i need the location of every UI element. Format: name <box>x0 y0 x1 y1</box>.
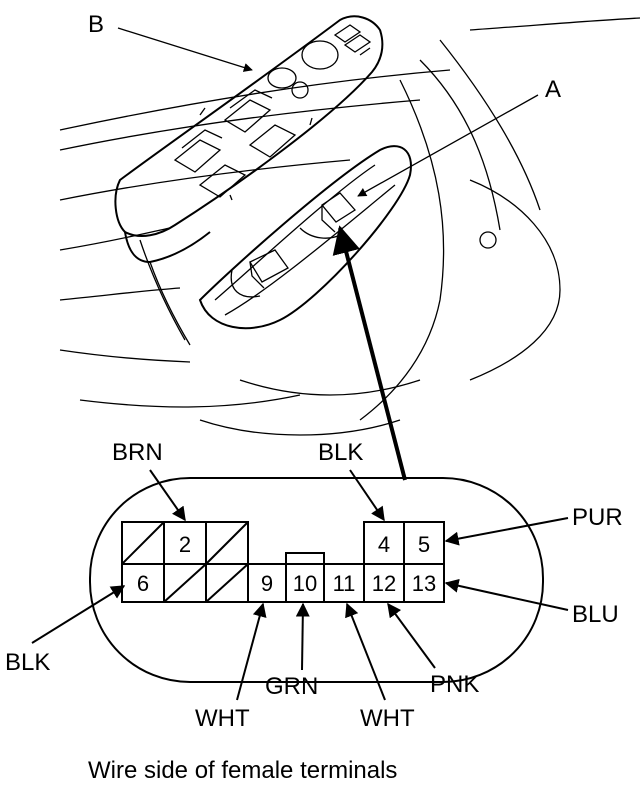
wire-label-blu: BLU <box>572 601 619 628</box>
connector-face: 2 6 9 10 11 4 5 12 13 <box>89 477 544 683</box>
wire-label-blk-left: BLK <box>5 649 50 676</box>
wire-label-grn: GRN <box>265 673 318 700</box>
wire-labels: BRN BLK PUR BLU BLK GRN WHT WHT PNK <box>5 439 623 732</box>
pin-4: 4 <box>378 532 390 557</box>
label-a: A <box>545 76 561 103</box>
pin-9: 9 <box>261 571 273 596</box>
door-panel-illustration: B A <box>59 11 640 481</box>
wire-label-blk-top: BLK <box>318 439 363 466</box>
wire-label-wht-right: WHT <box>360 705 415 732</box>
pin-6: 6 <box>137 571 149 596</box>
diagram-caption: Wire side of female terminals <box>88 757 397 784</box>
wire-label-pnk: PNK <box>430 671 479 698</box>
pin-11: 11 <box>333 571 356 596</box>
wire-label-brn: BRN <box>112 439 163 466</box>
wire-label-pur: PUR <box>572 504 623 531</box>
pin-10: 10 <box>293 571 317 596</box>
label-b: B <box>88 11 104 38</box>
wire-label-wht-left: WHT <box>195 705 250 732</box>
pin-2: 2 <box>179 532 191 557</box>
pin-5: 5 <box>418 532 430 557</box>
pin-12: 12 <box>372 571 396 596</box>
pin-13: 13 <box>412 571 436 596</box>
